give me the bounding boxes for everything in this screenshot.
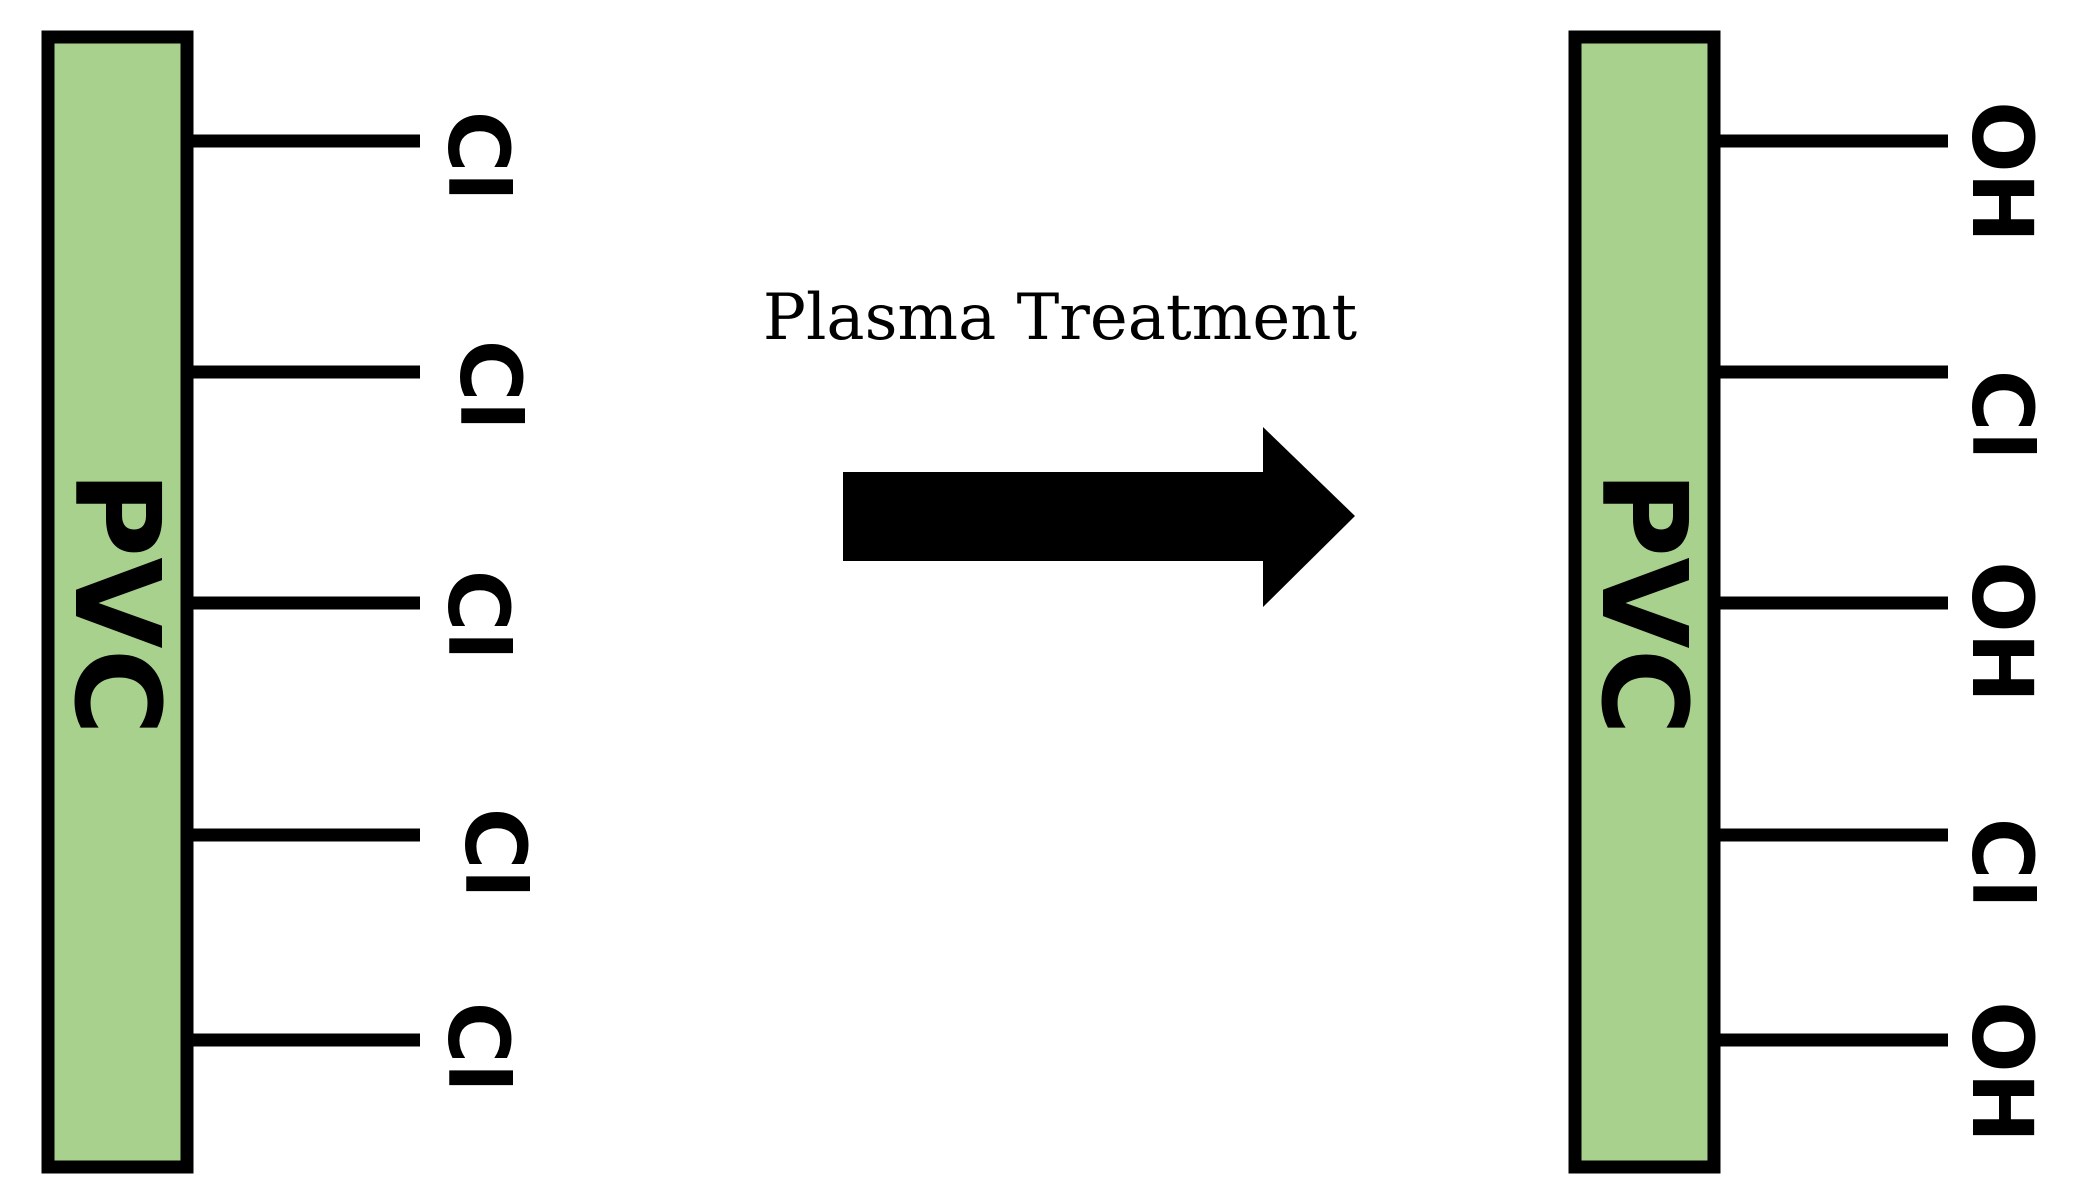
after-group-label-1: OH: [1953, 101, 2051, 243]
after-group-label-4: Cl: [1953, 818, 2051, 908]
after-group-label-5: OH: [1953, 1001, 2051, 1143]
after-group-label-3: OH: [1953, 561, 2051, 703]
before-pvc-strip: [41, 30, 194, 1174]
before-group-label-2: Cl: [441, 340, 539, 430]
before-panel: Cl Cl Cl Cl Cl PVC: [41, 30, 544, 1174]
right-arrow-icon: [843, 427, 1355, 607]
process-label: Plasma Treatment: [763, 281, 1358, 355]
before-group-label-3: Cl: [429, 570, 527, 660]
after-panel: OH Cl OH Cl OH PVC: [1568, 30, 2051, 1174]
before-group-label-5: Cl: [429, 1002, 527, 1092]
before-polymer-label: PVC: [48, 471, 186, 735]
after-polymer-label: PVC: [1575, 471, 1713, 735]
before-group-label-4: Cl: [446, 808, 544, 898]
before-group-label-1: Cl: [429, 111, 527, 201]
after-group-label-2: Cl: [1953, 370, 2051, 460]
